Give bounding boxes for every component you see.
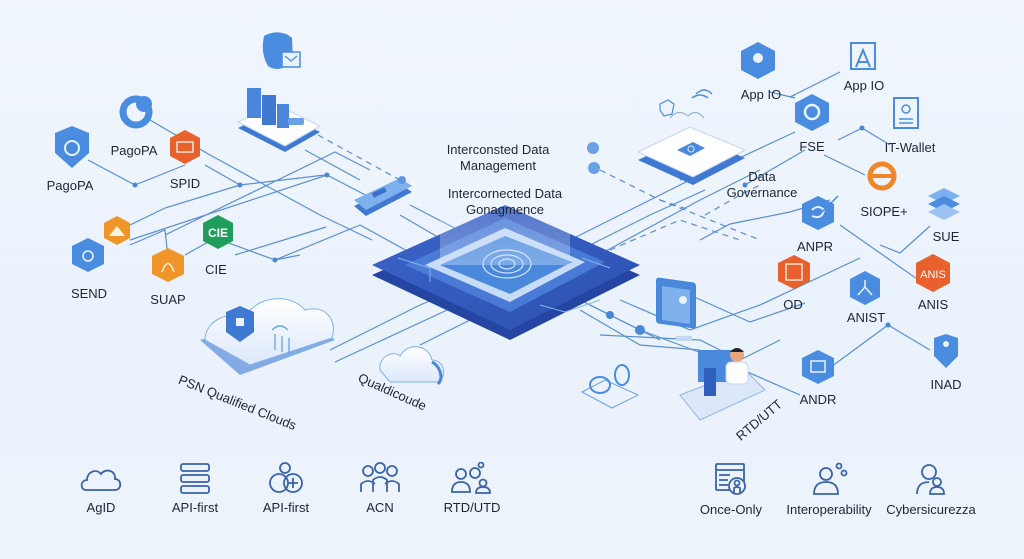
legend-interoperability[interactable]: Interoperability <box>774 462 884 517</box>
legend-api-first-2[interactable]: API-first <box>231 462 341 515</box>
monitor-profile-icon <box>656 277 696 341</box>
cie-badge-text: CIE <box>208 226 228 240</box>
label-andr: ANDR <box>799 392 837 407</box>
label-pagopa-2: PagoPA <box>110 143 158 158</box>
label-data-governance: Data Governance <box>727 169 798 201</box>
sensor-coil-icon <box>580 364 640 409</box>
sue-node[interactable] <box>928 188 960 220</box>
label-siope: SIOPE+ <box>860 204 908 219</box>
spid-node[interactable] <box>170 130 200 164</box>
group-icon <box>360 462 400 492</box>
cie-node[interactable]: CIE <box>203 215 233 249</box>
app-io-window-node[interactable] <box>850 42 876 70</box>
legend-label: ACN <box>366 500 394 515</box>
server-platform-icon <box>236 88 322 152</box>
app-io-cloud-node[interactable] <box>741 42 775 79</box>
pagopa-shield-node[interactable] <box>55 126 89 168</box>
line-junctions <box>132 125 891 335</box>
psn-cloud-icon <box>200 298 335 375</box>
governance-hub-icon <box>636 89 747 185</box>
label-app-io-2: App IO <box>843 78 885 93</box>
label-pagopa-1: PagoPA <box>46 178 94 193</box>
andr-node[interactable] <box>802 350 834 384</box>
legend-label: Once-Only <box>699 502 763 517</box>
label-cie: CIE <box>205 262 227 277</box>
shield-mail-icon <box>262 32 301 69</box>
legend-label: API-first <box>262 500 310 515</box>
link-chain-icon <box>587 142 600 174</box>
inad-node[interactable] <box>934 334 958 368</box>
legend-cybersicurezza[interactable]: Cybersicurezza <box>876 462 986 517</box>
label-anis: ANIS <box>917 297 949 312</box>
fse-node[interactable] <box>795 94 829 131</box>
user-bubbles-icon <box>813 462 848 495</box>
central-data-chip <box>372 190 640 340</box>
cloud-outline-icon <box>80 469 122 491</box>
legend-label: API-first <box>171 500 219 515</box>
tent-node[interactable] <box>104 216 130 245</box>
anpr-node[interactable] <box>802 195 839 230</box>
siope-node[interactable] <box>867 161 897 191</box>
center-title-governance: Intercornected Data Gonagmence <box>448 186 562 218</box>
label-it-wallet: IT-Wallet <box>884 140 936 155</box>
label-anpr: ANPR <box>796 239 834 254</box>
data-governance-line: Data <box>748 169 776 184</box>
label-spid: SPID <box>169 176 201 191</box>
form-user-icon <box>715 463 746 495</box>
user-plus-icon <box>269 462 303 493</box>
suap-node[interactable] <box>152 248 184 282</box>
legend-label: RTD/UTD <box>443 500 501 515</box>
legend-acn[interactable]: ACN <box>325 462 435 515</box>
workstation-person-icon <box>679 348 766 421</box>
center-title-line: Management <box>460 158 536 173</box>
server-stack-icon <box>180 463 210 494</box>
label-send: SEND <box>70 286 108 301</box>
legend-label: Interoperability <box>786 502 872 517</box>
legend-label: Cybersicurezza <box>886 502 976 517</box>
anis-badge-text: ANIS <box>920 269 946 281</box>
od-node[interactable] <box>778 255 810 289</box>
legend-label: AgID <box>86 500 116 515</box>
router-device-icon <box>354 176 412 216</box>
label-app-io-1: App IO <box>740 87 782 102</box>
center-title-management: Interconsted Data Management <box>447 142 550 174</box>
center-title-line: Interconsted Data <box>446 142 550 157</box>
legend-once-only[interactable]: Once-Only <box>676 462 786 517</box>
label-fse: FSE <box>799 139 825 154</box>
team-network-icon <box>451 462 491 494</box>
data-governance-line: Governance <box>726 185 798 200</box>
label-suap: SUAP <box>150 292 186 307</box>
dashed-lines <box>317 134 761 251</box>
center-title-line: Intercornected Data <box>447 186 563 201</box>
label-inad: INAD <box>930 377 962 392</box>
label-od: OD <box>783 297 803 312</box>
user-shield-icon <box>916 464 945 495</box>
anist-node[interactable] <box>850 271 880 305</box>
anis-node[interactable]: ANIS <box>916 254 950 292</box>
label-anist: ANIST <box>846 310 886 325</box>
legend-rtd-utd[interactable]: RTD/UTD <box>417 462 527 515</box>
send-node[interactable] <box>72 238 104 272</box>
it-wallet-node[interactable] <box>893 97 919 129</box>
legend-agid[interactable]: AgID <box>46 462 156 515</box>
small-cloud-icon <box>379 346 445 386</box>
pagopa-link-node[interactable] <box>119 95 153 129</box>
legend-api-first-1[interactable]: API-first <box>140 462 250 515</box>
label-sue: SUE <box>932 229 960 244</box>
center-title-line: Gonagmence <box>465 202 545 217</box>
